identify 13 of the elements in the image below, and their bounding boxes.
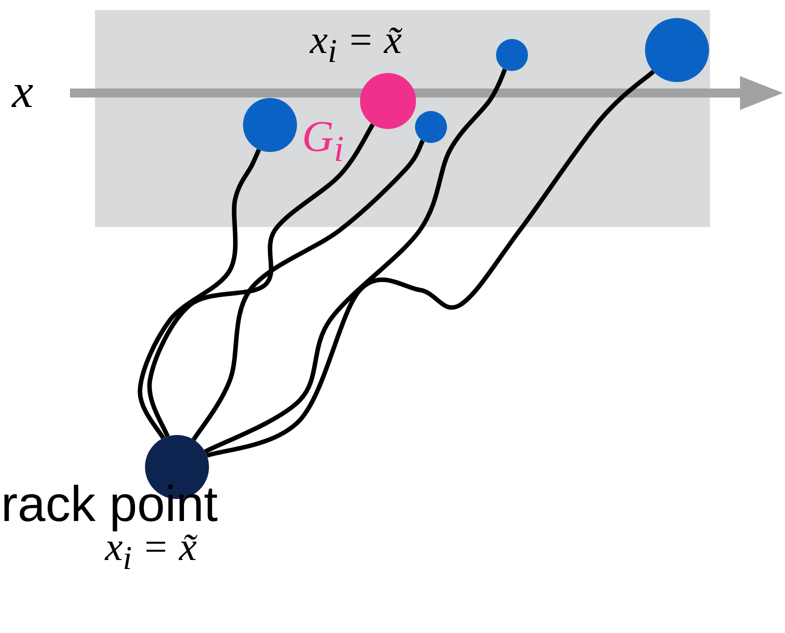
random-path [206,70,655,458]
axis-label: x [12,68,34,116]
random-path [204,68,508,454]
end-dot [243,98,297,152]
random-path [147,123,375,438]
random-path [192,140,425,441]
end-dot [415,111,447,143]
end-dot [645,18,709,82]
equation-label: x$_{i}$ = x̃ [310,18,402,71]
end-dot [496,39,528,71]
region-band [95,10,710,227]
random-path [138,148,261,440]
group-label: G$_{i}$ [302,113,344,170]
